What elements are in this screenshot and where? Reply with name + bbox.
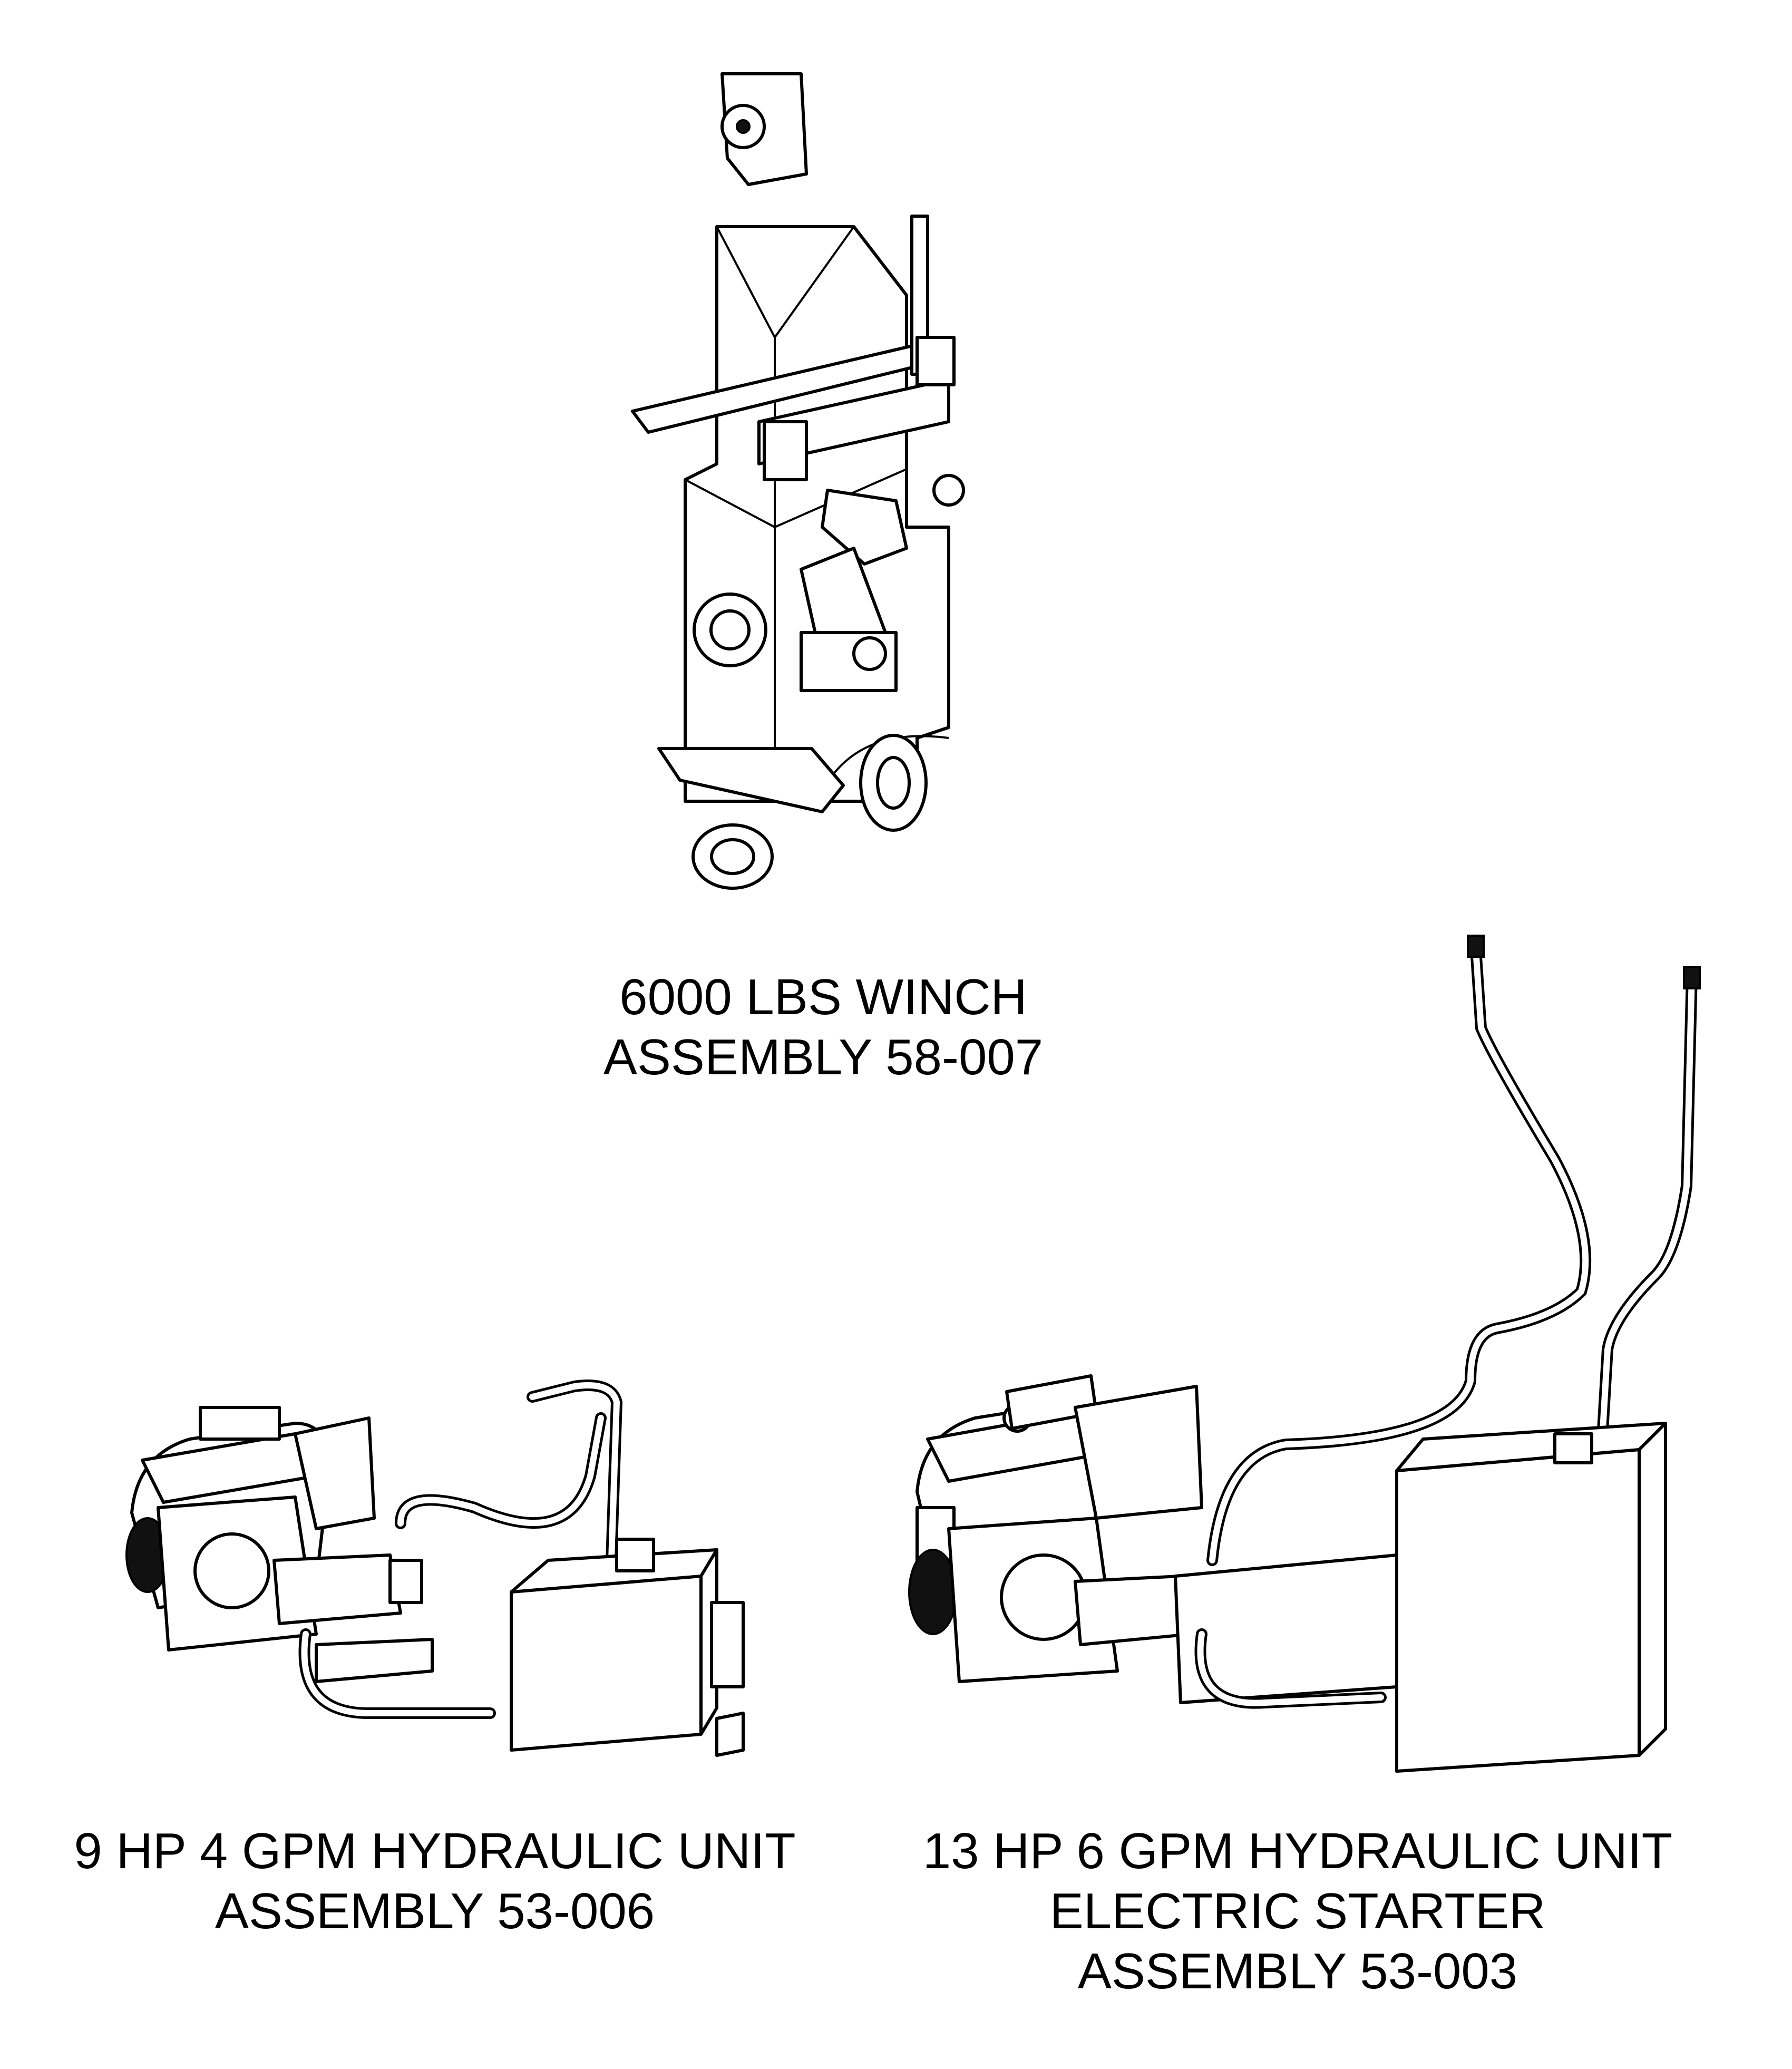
hyd-13hp-label-line-2: ELECTRIC STARTER xyxy=(1049,1883,1546,1939)
hydraulic-unit-9hp-label: 9 HP 4 GPM HYDRAULIC UNIT ASSEMBLY 53-00… xyxy=(74,1821,795,1941)
hyd-9hp-label-line-1: 9 HP 4 GPM HYDRAULIC UNIT xyxy=(74,1823,796,1879)
winch-label-line-1: 6000 LBS WINCH xyxy=(619,969,1027,1025)
winch-label-line-2: ASSEMBLY 58-007 xyxy=(603,1029,1044,1085)
hydraulic-unit-13hp-drawing xyxy=(908,935,1701,1773)
hydraulic-unit-13hp-label: 13 HP 6 GPM HYDRAULIC UNIT ELECTRIC STAR… xyxy=(923,1821,1673,2002)
hyd-13hp-label-line-3: ASSEMBLY 53-003 xyxy=(1077,1943,1518,1999)
winch-assembly-label: 6000 LBS WINCH ASSEMBLY 58-007 xyxy=(603,967,1043,1087)
hyd-13hp-label-line-1: 13 HP 6 GPM HYDRAULIC UNIT xyxy=(922,1823,1673,1879)
winch-drawing xyxy=(631,72,965,890)
hydraulic-unit-9hp-drawing xyxy=(125,1380,745,1757)
hyd-9hp-label-line-2: ASSEMBLY 53-006 xyxy=(215,1883,655,1939)
